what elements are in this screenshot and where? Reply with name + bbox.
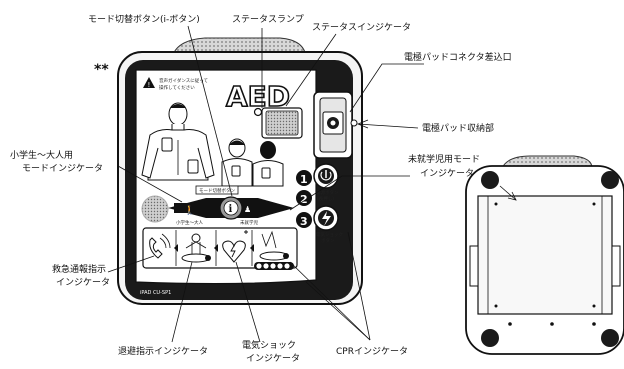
voice-guide-line-2: 操作してください <box>159 84 195 91</box>
voice-guide-line-1: 音声ガイダンスに従って <box>159 77 208 84</box>
label-emergency-call-2: インジケータ <box>56 277 110 288</box>
leader-lines <box>107 25 517 343</box>
label-status-indicator: ステータスインジケータ <box>312 22 411 33</box>
voice-guidance-notice: ! 音声ガイダンスに従って 操作してください <box>143 77 208 91</box>
label-shock-2: インジケータ <box>246 353 300 364</box>
flow-arrow-2 <box>214 244 218 252</box>
status-indicator <box>261 107 303 139</box>
pad-connector-port <box>313 91 358 159</box>
power-button-step-1[interactable]: 1 <box>296 163 339 189</box>
asterisk-note: ** <box>94 62 109 78</box>
shock-button-step-3[interactable]: 3 <box>296 205 339 231</box>
aed-logo: AED <box>226 80 290 113</box>
speaker-grille <box>141 195 169 223</box>
cpr-icon <box>259 230 289 261</box>
child-mode-small-text: 未就学児 <box>240 219 258 226</box>
label-adult-mode-1: 小学生〜大人用 <box>10 149 73 161</box>
flow-arrow-3 <box>250 244 254 252</box>
shock-label-1: 電気ショック <box>316 231 343 238</box>
shock-label-2: ボタン <box>321 237 335 244</box>
svg-text:i: i <box>229 204 233 215</box>
power-label-1: 電源ボタン <box>316 189 339 196</box>
adult-figure-illustration <box>141 102 215 181</box>
step-2-number: 2 <box>300 193 308 206</box>
i-button[interactable]: i <box>219 196 243 220</box>
label-adult-mode-2: モードインジケータ <box>22 163 103 174</box>
status-lamp <box>253 107 263 117</box>
svg-text:♟: ♟ <box>244 205 251 214</box>
svg-text:!: ! <box>148 81 151 89</box>
child-figure-illustration <box>221 138 284 187</box>
aed-rear-view <box>465 155 624 355</box>
label-emergency-call-1: 救急通報指示 <box>52 263 106 275</box>
heart-shock-icon <box>222 230 248 263</box>
label-mode-button: モード切替ボタン(i-ボタン) <box>88 13 200 25</box>
svg-text:3: 3 <box>300 215 308 228</box>
label-cpr: CPRインジケータ <box>336 346 408 357</box>
phone-icon <box>149 233 171 259</box>
svg-text:1: 1 <box>300 173 308 186</box>
flow-arrow-1 <box>174 244 178 252</box>
adult-mode-small-text: 小学生〜大人 <box>176 219 203 226</box>
mode-switch-tag-text: モード切替ボタン <box>199 187 235 194</box>
model-label: iPAD CU-SP1 <box>140 290 171 296</box>
cpr-count-dots <box>254 262 294 270</box>
step-2-badge <box>296 190 312 206</box>
label-evacuate: 退避指示インジケータ <box>118 345 208 357</box>
label-status-lamp: ステータスランプ <box>232 14 304 25</box>
power-label-2: (長押し) <box>317 195 334 202</box>
label-shock-1: 電気ショック <box>242 339 296 351</box>
label-pad-connector: 電極パッドコネクタ差込口 <box>404 51 512 63</box>
label-pad-storage: 電極パッド収納部 <box>422 122 494 134</box>
evacuate-icon <box>181 233 211 263</box>
svg-text:🚶: 🚶 <box>184 204 195 216</box>
label-child-mode-1: 未就学児用モード <box>408 153 480 165</box>
mode-switch-tag <box>195 185 239 195</box>
label-child-mode-2: インジケータ <box>420 168 474 179</box>
